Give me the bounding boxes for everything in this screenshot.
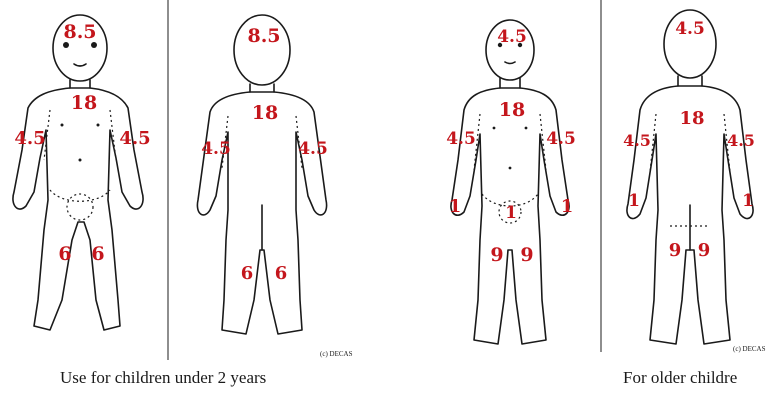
child-front-hand-right-label: 1 xyxy=(561,196,574,217)
child-front-trunk-label: 18 xyxy=(499,99,525,121)
infant-back-head-label: 8.5 xyxy=(247,25,280,47)
infant-back-leg-right-label: 6 xyxy=(275,263,288,284)
infant-back-arm-right-label: 4.5 xyxy=(298,139,328,159)
child-front-leg-left-label: 9 xyxy=(490,244,503,266)
infant-back-trunk-label: 18 xyxy=(252,102,278,124)
child-credit: (c) DECAS xyxy=(733,345,766,353)
infant-back-arm-left-label: 4.5 xyxy=(201,139,231,159)
infant-back-leg-left-label: 6 xyxy=(241,263,254,284)
child-front-arm-right-label: 4.5 xyxy=(546,129,576,149)
infant-front-head-label: 8.5 xyxy=(63,21,96,43)
figure-infant-back: 8.5 18 4.5 4.5 6 6 (c) DECAS xyxy=(197,15,352,358)
figure-child-back: 4.5 18 4.5 4.5 1 1 9 9 (c) DECAS xyxy=(623,10,765,353)
infant-front-arm-right-label: 4.5 xyxy=(119,128,150,149)
caption-older-children: For older childre xyxy=(623,368,737,388)
child-back-hand-right-label: 1 xyxy=(742,191,754,211)
infant-front-leg-right-label: 6 xyxy=(91,243,104,265)
child-back-head-label: 4.5 xyxy=(675,19,705,39)
infant-front-leg-left-label: 6 xyxy=(58,243,71,265)
child-back-arm-left-label: 4.5 xyxy=(623,131,651,150)
child-front-head-label: 4.5 xyxy=(497,27,527,47)
infant-front-trunk-label: 18 xyxy=(71,92,97,114)
infant-front-arm-left-label: 4.5 xyxy=(14,128,45,149)
infant-credit: (c) DECAS xyxy=(320,350,353,358)
child-back-trunk-label: 18 xyxy=(679,108,704,129)
child-back-leg-right-label: 9 xyxy=(698,240,711,261)
figure-infant-front: 8.5 18 4.5 4.5 6 6 xyxy=(13,15,151,330)
child-back-hand-left-label: 1 xyxy=(628,191,640,211)
child-back-arm-right-label: 4.5 xyxy=(727,131,755,150)
child-front-hand-left-label: 1 xyxy=(449,196,462,217)
child-front-arm-left-label: 4.5 xyxy=(446,129,476,149)
caption-under-2-years: Use for children under 2 years xyxy=(60,368,266,388)
figure-child-front: 4.5 18 4.5 4.5 1 1 1 9 9 xyxy=(446,20,576,344)
child-back-leg-left-label: 9 xyxy=(669,240,682,261)
child-front-genital-label: 1 xyxy=(505,203,517,223)
child-front-leg-right-label: 9 xyxy=(520,244,533,266)
